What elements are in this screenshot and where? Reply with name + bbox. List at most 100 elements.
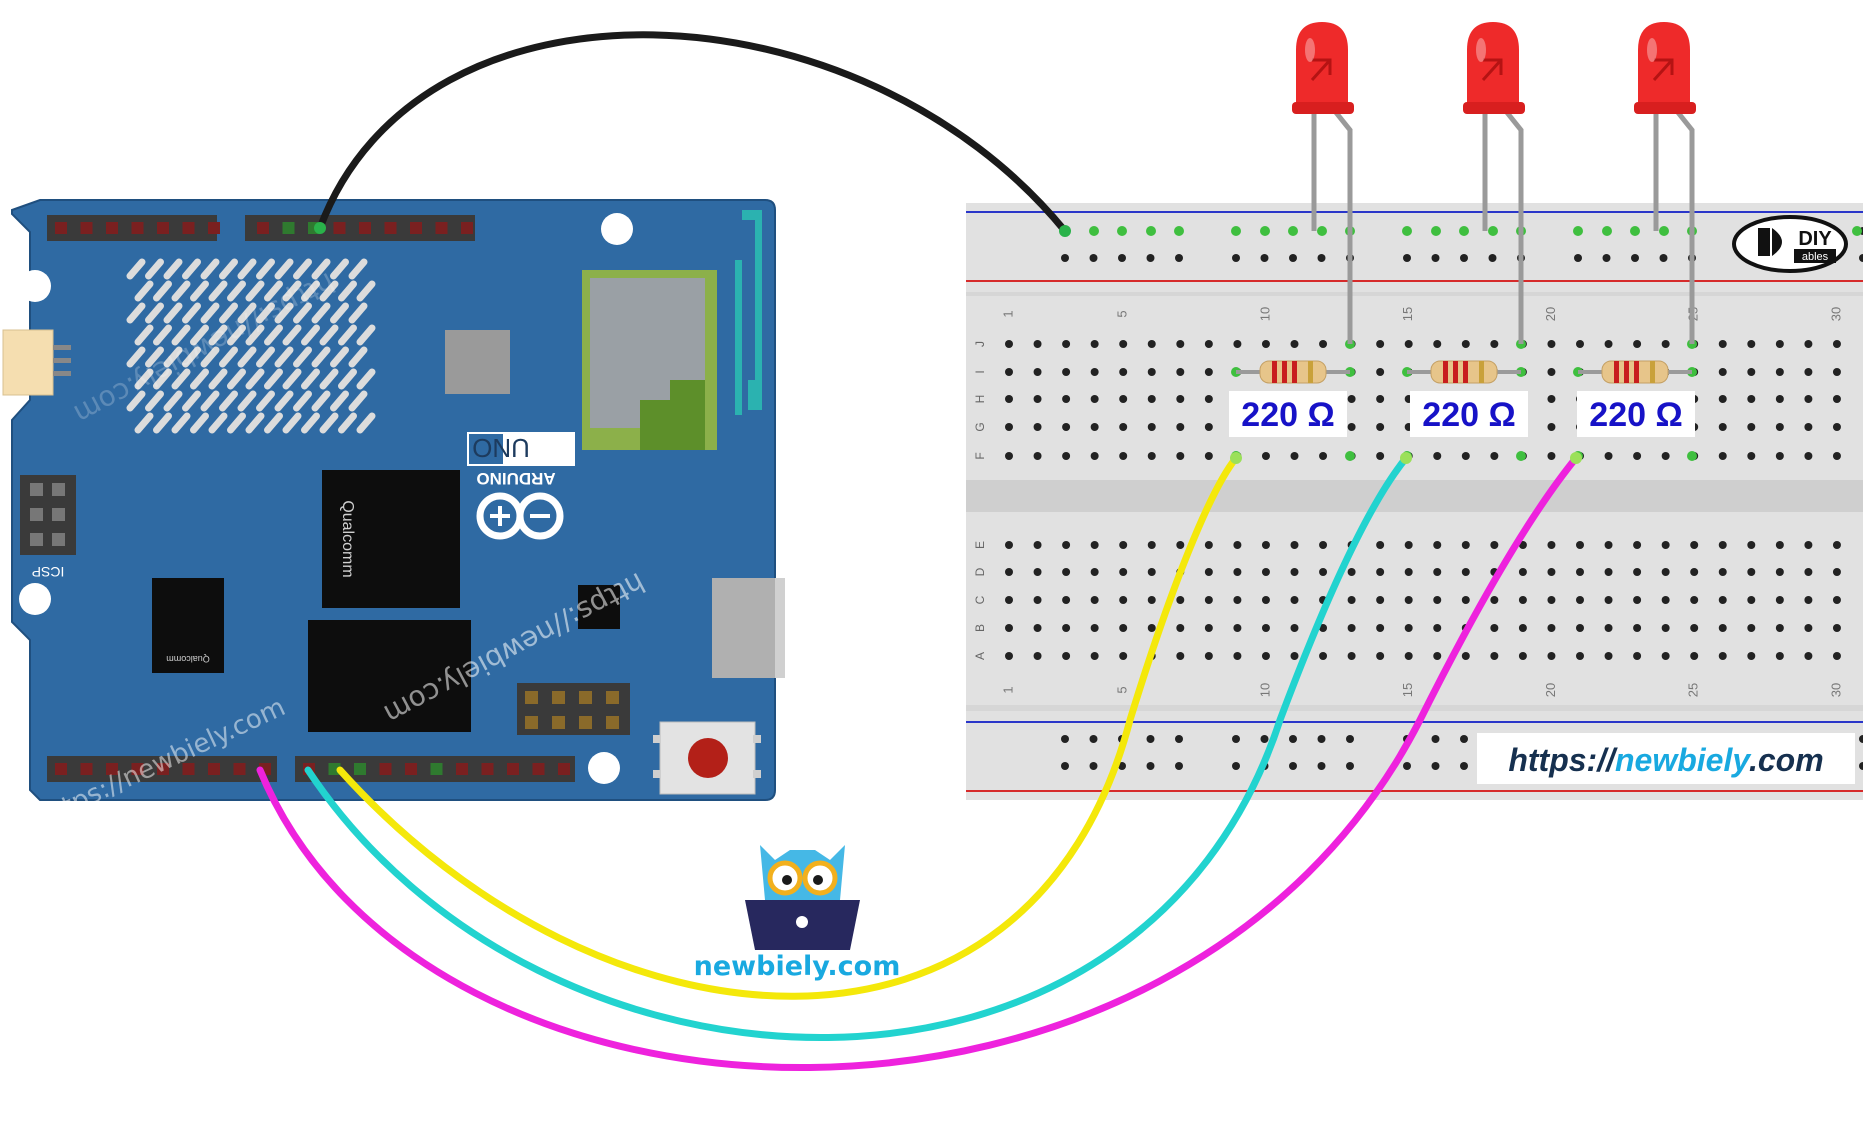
memory-chip	[308, 620, 471, 732]
header-pin	[208, 222, 220, 234]
rail-hole	[1488, 254, 1497, 262]
rail-hole	[1460, 735, 1468, 743]
header-pin	[55, 763, 67, 775]
row-letter: I	[973, 370, 987, 373]
header-pin	[257, 222, 269, 234]
breadboard-hole	[1633, 568, 1642, 576]
row-letter: D	[973, 567, 987, 576]
connected-hole	[1174, 226, 1184, 236]
column-number: 1	[1000, 686, 1015, 693]
red-led	[1292, 22, 1354, 344]
column-number: 20	[1543, 307, 1558, 321]
column-number: 10	[1257, 683, 1272, 697]
svg-text:https://newbiely.com: https://newbiely.com	[1508, 742, 1823, 778]
breadboard-hole	[1090, 624, 1099, 632]
matrix-led	[293, 346, 312, 368]
column-number: 10	[1257, 307, 1272, 321]
breadboard-hole	[1718, 423, 1727, 431]
header-pin	[182, 763, 195, 775]
matrix-led	[163, 302, 183, 324]
rail-hole	[1232, 762, 1240, 770]
matrix-led	[330, 302, 349, 324]
matrix-led	[330, 390, 349, 412]
breadboard-hole	[1775, 541, 1784, 549]
breadboard-hole	[1404, 541, 1413, 549]
breadboard-hole	[1775, 452, 1784, 460]
matrix-led	[171, 324, 191, 346]
connected-hole	[1260, 226, 1270, 236]
matrix-led	[237, 258, 257, 280]
matrix-led	[200, 346, 220, 368]
rail-hole	[1146, 762, 1155, 770]
rail-hole	[1289, 762, 1297, 770]
connected-hole	[1459, 226, 1469, 236]
rail-hole	[1317, 254, 1326, 262]
breadboard-hole	[1376, 652, 1385, 660]
matrix-led	[208, 412, 228, 434]
rail-hole	[1232, 735, 1240, 743]
breadboard-hole	[1290, 652, 1299, 660]
breadboard-hole	[1033, 340, 1042, 348]
breadboard-hole	[1062, 395, 1071, 403]
rail-hole	[1431, 735, 1440, 743]
matrix-led	[237, 302, 257, 324]
breadboard-hole	[1005, 395, 1013, 403]
matrix-led	[245, 412, 265, 434]
row-letter: B	[973, 624, 987, 632]
breadboard-hole	[1062, 596, 1071, 604]
rail-hole	[1431, 254, 1440, 262]
breadboard-hole	[1747, 423, 1756, 431]
breadboard-hole	[1261, 340, 1270, 348]
header-pin	[354, 763, 366, 775]
breadboard-hole	[1490, 596, 1499, 604]
breadboard-hole	[1176, 452, 1185, 460]
breadboard-hole	[1690, 652, 1699, 660]
breadboard-hole	[1832, 423, 1841, 431]
matrix-led	[227, 280, 246, 302]
breadboard-hole	[1376, 452, 1385, 460]
breadboard-hole	[1233, 652, 1242, 660]
breadboard-hole	[1718, 568, 1727, 576]
breadboard-hole	[1090, 452, 1099, 460]
breadboard-hole	[1718, 452, 1727, 460]
breadboard-hole	[1433, 452, 1442, 460]
matrix-led	[208, 280, 228, 302]
matrix-led	[163, 258, 183, 280]
header-pin	[461, 222, 473, 234]
breadboard-hole	[1204, 624, 1213, 632]
breadboard-hole	[1804, 368, 1813, 376]
breadboard-hole	[1604, 596, 1613, 604]
header-pin	[435, 222, 448, 234]
header-pin	[558, 763, 570, 775]
matrix-led	[153, 280, 172, 302]
red-led	[1634, 22, 1696, 344]
matrix-led	[153, 412, 172, 434]
wires	[256, 31, 1582, 1071]
breadboard-hole	[1119, 652, 1128, 660]
breadboard-hole	[1062, 452, 1071, 460]
matrix-led	[338, 412, 357, 434]
matrix-led	[356, 412, 376, 434]
header-pin	[157, 763, 169, 775]
connected-hole	[1687, 451, 1697, 461]
breadboard-hole	[1775, 423, 1784, 431]
rail-hole	[1403, 762, 1411, 770]
breadboard-hole	[1147, 452, 1156, 460]
matrix-led	[219, 258, 238, 280]
matrix-led	[282, 324, 302, 346]
breadboard-hole	[1261, 452, 1270, 460]
icsp-pin	[52, 508, 65, 521]
matrix-led	[208, 324, 228, 346]
breadboard-hole	[1261, 624, 1270, 632]
breadboard-hole	[1090, 423, 1099, 431]
breadboard-hole	[1033, 596, 1042, 604]
breadboard-hole	[1062, 423, 1071, 431]
matrix-led	[338, 280, 357, 302]
breadboard-hole	[1661, 624, 1670, 632]
matrix-led	[237, 346, 257, 368]
matrix-led	[282, 412, 302, 434]
connected-hole	[1852, 226, 1862, 236]
breadboard-hole	[1005, 624, 1013, 632]
breadboard-hole	[1661, 340, 1670, 348]
breadboard-hole	[1633, 340, 1642, 348]
